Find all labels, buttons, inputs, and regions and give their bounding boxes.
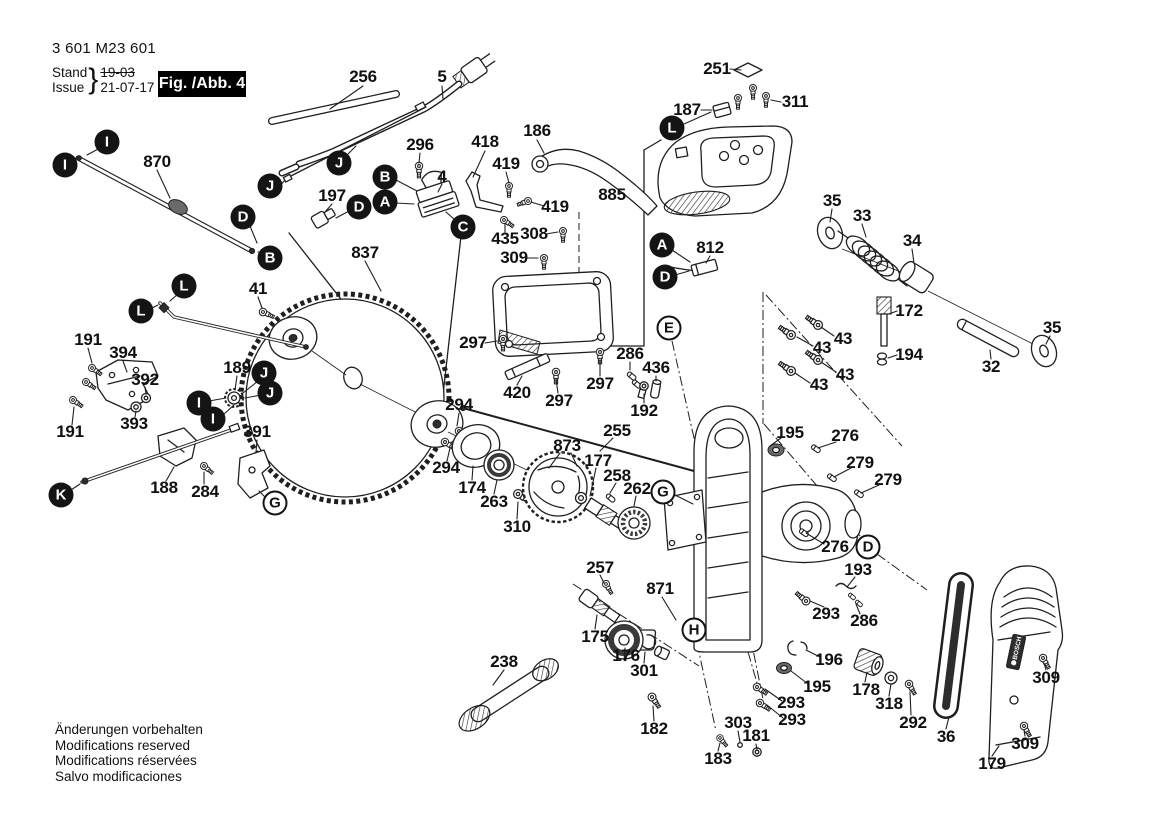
carbon-brush-812-drawing bbox=[672, 258, 719, 277]
power-cord-drawing bbox=[278, 53, 496, 177]
rod-256-drawing bbox=[268, 90, 400, 125]
spring-set-drawing bbox=[816, 216, 1058, 368]
issue-value: 21-07-17 bbox=[100, 79, 155, 95]
revision-brace: } bbox=[88, 64, 99, 96]
notice-fr: Modifications réservées bbox=[55, 753, 197, 768]
main-handle-drawing bbox=[657, 62, 793, 217]
modification-notice: Änderungen vorbehalten Modifications res… bbox=[55, 722, 203, 784]
notice-de: Änderungen vorbehalten bbox=[55, 722, 203, 737]
bosch-logo: BOSCH bbox=[1012, 636, 1024, 661]
switch-assembly-drawing bbox=[415, 170, 460, 218]
revision-block: Stand Issue } 19-03 21-07-17 bbox=[52, 64, 156, 96]
gear-train-drawing bbox=[578, 578, 671, 661]
stand-value: 19-03 bbox=[100, 65, 135, 80]
bolt-197-drawing bbox=[310, 208, 336, 229]
saw-blade-drawing bbox=[238, 232, 462, 505]
figure-badge: Fig. /Abb. 4 bbox=[158, 71, 246, 97]
title-block: 3 601 M23 601 Stand Issue } 19-03 21-07-… bbox=[52, 40, 156, 95]
handle-lever-186-drawing bbox=[531, 148, 658, 216]
notice-es: Salvo modificaciones bbox=[55, 768, 182, 784]
notice-en: Modifications reserved bbox=[55, 737, 191, 753]
stand-label: Stand bbox=[52, 65, 88, 80]
link-rod-drawing bbox=[282, 101, 427, 183]
wrench-238-drawing bbox=[458, 658, 559, 732]
leader-lines bbox=[70, 68, 1051, 757]
arm-housing-drawing bbox=[619, 405, 862, 653]
flange-bearing-train-drawing bbox=[268, 316, 561, 507]
switch-base-drawing bbox=[492, 271, 614, 381]
issue-label: Issue bbox=[52, 79, 85, 95]
cable-870-drawing bbox=[75, 155, 256, 255]
rotor-873-drawing bbox=[459, 404, 717, 540]
bottom-fasteners-drawing bbox=[645, 640, 919, 757]
gearcase-pins-drawing bbox=[793, 443, 865, 608]
screws-43-drawing bbox=[776, 312, 825, 378]
left-bracket-drawing bbox=[67, 306, 276, 499]
type-number: 3 601 M23 601 bbox=[52, 40, 156, 57]
cables-left-drawing bbox=[80, 301, 309, 485]
belt-drive-drawing: BOSCH bbox=[933, 565, 1064, 769]
bracket-418-drawing bbox=[465, 171, 504, 213]
